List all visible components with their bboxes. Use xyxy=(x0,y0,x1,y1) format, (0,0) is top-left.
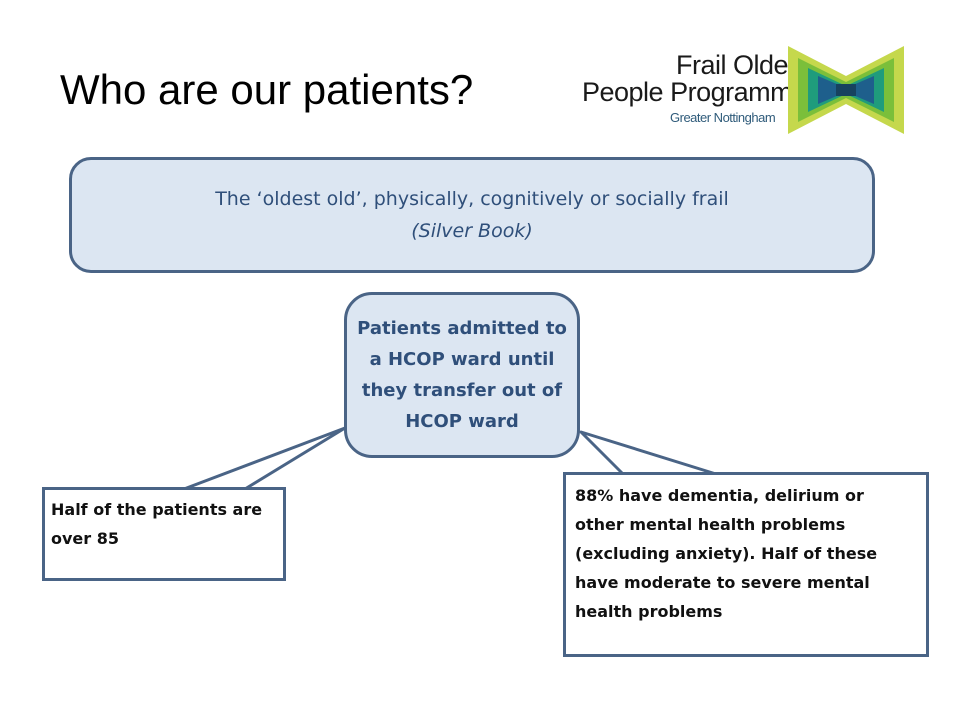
left-callout-pointer xyxy=(183,426,347,491)
cohort-box: Patients admitted to a HCOP ward until t… xyxy=(344,292,580,458)
bowtie-emblem-icon xyxy=(788,46,904,134)
slide-title: Who are our patients? xyxy=(60,66,474,113)
age-callout-text: Half of the patients are over 85 xyxy=(51,500,263,548)
definition-citation: (Silver Book) xyxy=(411,220,533,242)
logo-line-1: Frail Older xyxy=(676,50,797,80)
definition-text: The ‘oldest old’, physically, cognitivel… xyxy=(215,188,729,210)
logo-line-3: Greater Nottingham xyxy=(670,110,776,125)
age-callout: Half of the patients are over 85 xyxy=(42,487,286,581)
programme-logo: Frail Older People Programme Greater Not… xyxy=(578,44,908,136)
definition-box: The ‘oldest old’, physically, cognitivel… xyxy=(69,157,875,273)
right-callout-pointer xyxy=(579,430,717,476)
mental-health-callout-text: 88% have dementia, delirium or other men… xyxy=(575,486,878,621)
mental-health-callout: 88% have dementia, delirium or other men… xyxy=(563,472,929,657)
logo-line-2: People Programme xyxy=(582,77,807,107)
cohort-text: Patients admitted to a HCOP ward until t… xyxy=(357,318,567,432)
